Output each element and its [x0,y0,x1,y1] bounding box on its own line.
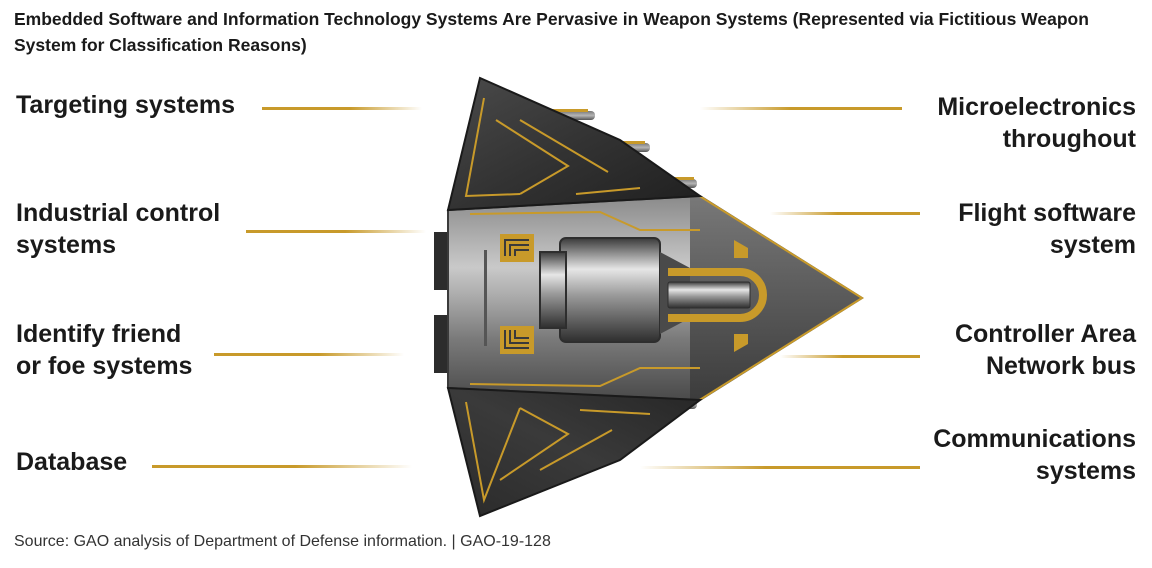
leader-targeting-systems [262,107,422,110]
leader-industrial-control-systems [246,230,426,233]
label-database: Database [16,448,128,476]
label-flight-software-system: Flight software system [958,199,1136,259]
label-identify-friend-or-foe: Identify friend or foe systems [16,320,193,380]
label-industrial-control-systems: Industrial control systems [16,199,221,259]
label-communications-systems: Communications systems [933,425,1136,485]
network-bus-bracket [668,268,767,322]
leader-database [152,465,412,468]
leader-identify-friend-or-foe [214,353,404,356]
leader-communications-systems [640,466,920,469]
figure-title: Embedded Software and Information Techno… [14,9,1089,55]
leader-controller-area-network-bus [780,355,920,358]
label-controller-area-network-bus: Controller Area Network bus [954,320,1136,380]
source-note: Source: GAO analysis of Department of De… [14,533,551,550]
label-targeting-systems: Targeting systems [16,91,236,119]
chip-icon-top [500,234,534,262]
leader-flight-software-system [770,212,920,215]
label-microelectronics: Microelectronics throughout [937,93,1136,153]
central-cylinder [539,237,751,343]
chip-icon-bottom [500,326,534,354]
nose-cone [690,190,862,406]
top-wing [446,76,703,212]
leader-microelectronics [700,107,902,110]
